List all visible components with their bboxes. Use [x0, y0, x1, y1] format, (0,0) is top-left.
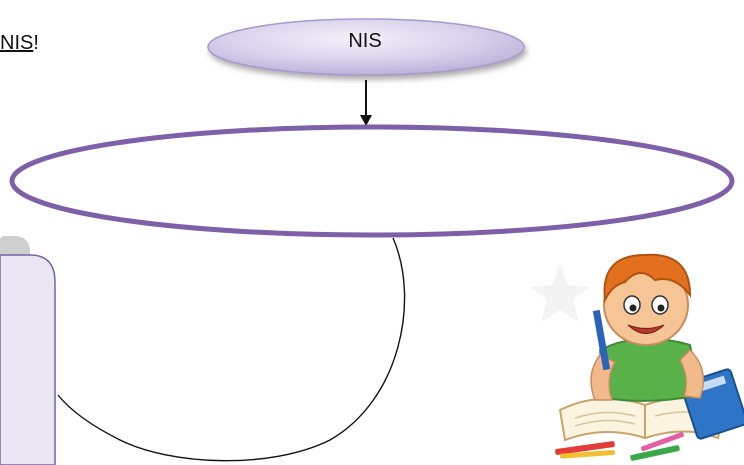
top-node-label: NIS	[348, 30, 382, 52]
top-node-ellipse	[207, 18, 525, 76]
heading-underlined: NIS	[0, 32, 34, 54]
arrow-head-icon	[360, 115, 372, 126]
large-ellipse	[9, 124, 735, 238]
curved-connector	[57, 237, 406, 462]
heading: NIS!	[0, 32, 39, 55]
heading-suffix: !	[33, 32, 39, 54]
left-box	[0, 254, 56, 465]
boy-reading-illustration-icon	[530, 253, 744, 461]
